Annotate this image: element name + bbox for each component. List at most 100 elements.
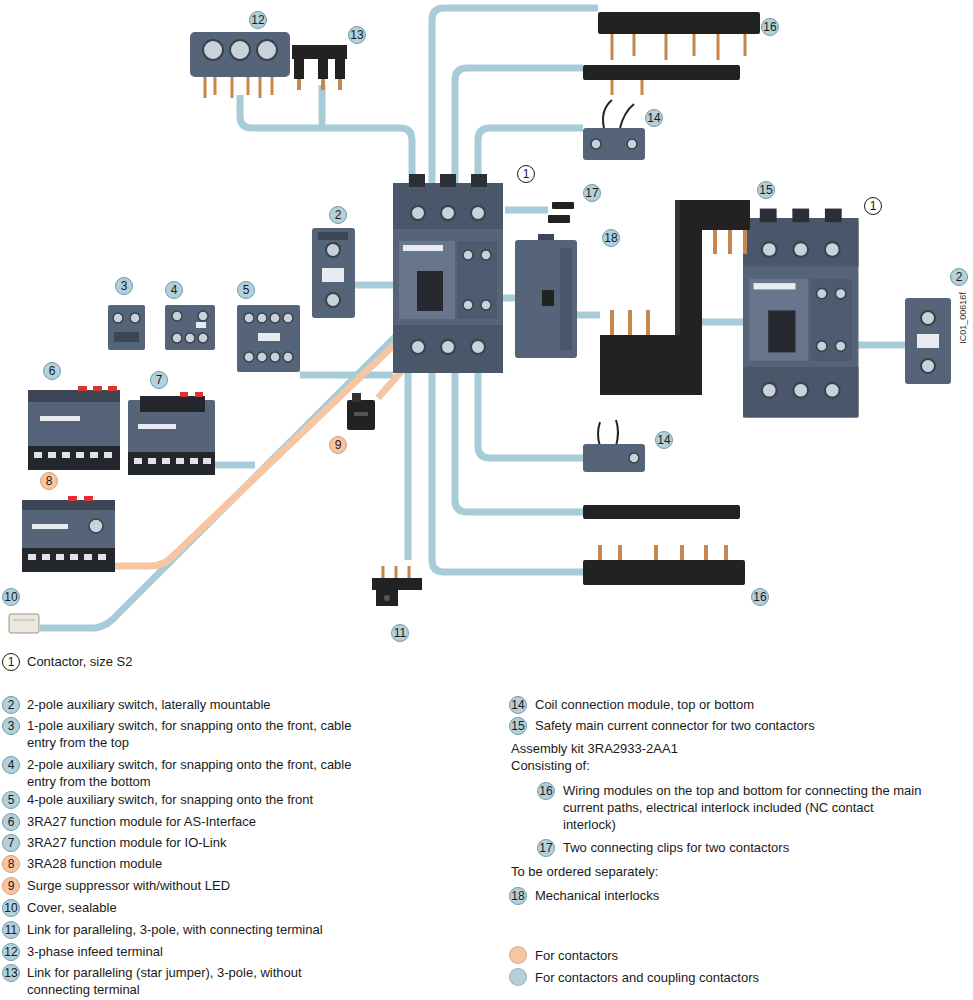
paralleling-link [376, 588, 398, 606]
drawing-id: IC01_00616f [958, 292, 968, 344]
part-description: 3RA27 function module for AS-Interface [27, 813, 357, 830]
coil-connection-module [598, 422, 600, 446]
function-module-iolink [140, 396, 205, 412]
callout-number: 3 [2, 717, 20, 735]
infeed-terminal [230, 40, 250, 60]
wiring-module-bottom [598, 545, 602, 562]
callout-number: 4 [165, 281, 183, 299]
wiring-module-top [611, 78, 614, 95]
callout-number: 6 [2, 813, 20, 831]
leader-lines [455, 68, 583, 190]
aux-switch-lateral [318, 232, 348, 240]
paralleling-link [384, 595, 390, 601]
function-module-iolink [203, 458, 211, 464]
callout-number: 6 [43, 362, 61, 380]
safety-main-current-connector [713, 228, 717, 254]
safety-main-current-connector [728, 228, 732, 254]
callout-number: 5 [237, 281, 255, 299]
callout-number: 4 [2, 756, 20, 774]
callout-number: 1 [864, 197, 882, 215]
part-description: Link for paralleling (star jumper), 3-po… [27, 964, 327, 998]
aux-switch-lateral [921, 311, 935, 325]
function-module-asi [28, 390, 120, 402]
function-module-iolink [138, 424, 176, 429]
paralleling-link [372, 566, 422, 606]
aux-switch-1pole [114, 332, 139, 342]
function-module-iolink [128, 392, 215, 475]
star-jumper [318, 57, 328, 79]
part-description: Contactor, size S2 [27, 653, 357, 670]
wiring-module-top [693, 32, 696, 56]
infeed-terminal [231, 75, 234, 98]
part-description: Coil connection module, top or bottom [535, 696, 935, 713]
star-jumper [338, 78, 342, 90]
coil-connection-module [583, 128, 645, 160]
infeed-terminal [247, 75, 250, 95]
leader-lines [432, 373, 583, 572]
aux-switch-2pole [165, 305, 215, 350]
callout-number: 3 [115, 277, 133, 295]
infeed-terminal [257, 40, 277, 60]
aux-switch-4pole [244, 313, 254, 323]
surge-suppressor [347, 400, 375, 430]
star-jumper [292, 45, 347, 59]
surge-suppressor [354, 412, 368, 416]
aux-switch-2pole [165, 305, 215, 350]
callout-number: 13 [2, 964, 20, 982]
coil-connection-module [603, 100, 612, 128]
leader-lines [478, 373, 583, 458]
wiring-module-top [717, 32, 720, 60]
safety-main-current-connector [743, 228, 747, 254]
function-module-asi [108, 386, 117, 391]
legend-text: For contactors and coupling contactors [535, 969, 759, 986]
paralleling-link [395, 566, 398, 580]
safety-main-current-connector [600, 200, 750, 395]
function-module-3ra28 [22, 500, 115, 510]
contactor [393, 174, 503, 373]
safety-main-current-connector [675, 200, 680, 335]
mechanical-interlock [515, 234, 577, 358]
aux-switch-1pole [130, 313, 140, 323]
aux-switch-lateral [326, 243, 340, 257]
callout-number: 15 [509, 717, 527, 735]
coil-connection-module [627, 139, 637, 149]
aux-switch-lateral [322, 268, 344, 282]
function-module-3ra28 [28, 554, 36, 560]
leader-lines-orange [115, 322, 418, 566]
leader-lines [240, 95, 412, 190]
aux-switch-lateral [905, 298, 951, 384]
function-module-iolink [134, 458, 142, 464]
aux-switch-1pole [113, 313, 123, 323]
function-module-iolink [162, 458, 170, 464]
star-jumper [297, 78, 301, 90]
callout-number: 7 [2, 834, 20, 852]
aux-switch-2pole [198, 311, 208, 321]
function-module-asi [40, 416, 80, 421]
callout-number: 16 [761, 18, 779, 36]
function-module-asi [28, 390, 120, 470]
wiring-module-top [598, 12, 760, 34]
wiring-module-top [633, 32, 636, 56]
coil-connection-module [620, 104, 634, 128]
wiring-module-top [583, 65, 740, 80]
callout-number: 8 [40, 472, 58, 490]
aux-switch-4pole [258, 333, 280, 341]
infeed-terminal [190, 32, 290, 77]
callout-number: 9 [329, 436, 347, 454]
part-description: Cover, sealable [27, 899, 357, 916]
callout-number: 5 [2, 791, 20, 809]
aux-switch-4pole [257, 352, 267, 362]
coil-connection-module [591, 139, 601, 149]
function-module-iolink [180, 392, 188, 397]
function-module-asi [90, 452, 98, 458]
aux-switch-lateral [921, 359, 935, 373]
part-description: 1-pole auxiliary switch, for snapping on… [27, 717, 357, 751]
connecting-clips [552, 202, 574, 209]
wiring-module-top [641, 78, 644, 95]
sealable-cover [9, 614, 39, 633]
part-description: 2-pole auxiliary switch, for snapping on… [27, 756, 357, 790]
function-module-iolink [190, 458, 198, 464]
leader-lines [355, 282, 393, 289]
callout-number: 10 [2, 899, 20, 917]
